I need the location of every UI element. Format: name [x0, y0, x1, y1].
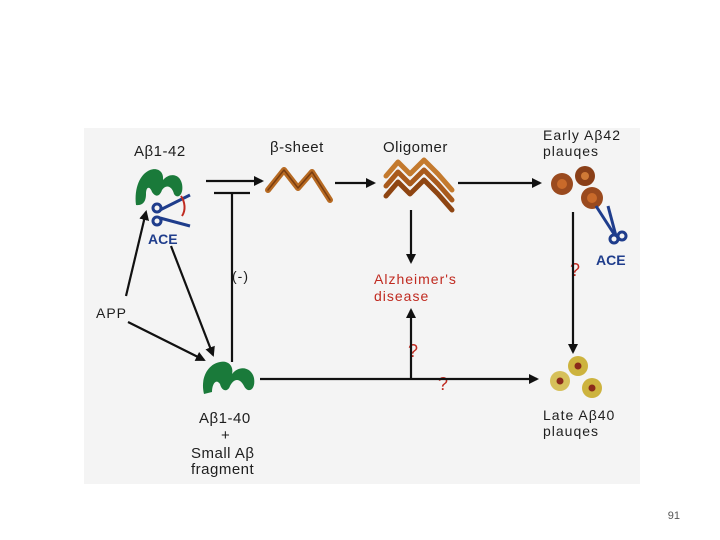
label-early-plaques-2: plauqes: [543, 143, 599, 159]
label-late-plaques-2: plauqes: [543, 423, 599, 439]
question-mark-right: ?: [570, 260, 580, 280]
label-app: APP: [96, 305, 127, 321]
label-inhibition: (-): [232, 268, 249, 284]
scissors-icon-right: [594, 205, 628, 245]
label-ace-left: ACE: [148, 231, 178, 247]
early-plaques-icon: [551, 166, 603, 209]
ab42-peptide-icon: [135, 169, 183, 206]
label-ab42: Aβ1-42: [134, 143, 186, 160]
arrow-app-to-ab42: [124, 210, 150, 297]
page-number: 91: [667, 510, 680, 522]
cleavage-mark-left: [180, 195, 186, 217]
label-early-plaques-1: Early Aβ42: [543, 127, 621, 143]
label-ab40-2: +: [221, 427, 230, 444]
oligomer-icon: [383, 157, 455, 213]
beta-sheet-icon: [265, 167, 333, 203]
label-oligomer: Oligomer: [383, 139, 448, 156]
question-mark-bottom: ?: [438, 374, 448, 394]
label-ab40-3: Small Aβ: [191, 445, 254, 462]
arrow-app-to-ab40: [127, 321, 206, 361]
arrow-ab42-to-ab40: [169, 245, 215, 357]
label-alzheimers-1: Alzheimer's: [374, 271, 457, 287]
scissors-icon-left: [151, 193, 191, 228]
label-alzheimers-2: disease: [374, 288, 429, 304]
label-ace-right: ACE: [596, 252, 626, 268]
label-ab40-1: Aβ1-40: [199, 410, 251, 427]
label-late-plaques-1: Late Aβ40: [543, 407, 615, 423]
ab40-peptide-icon: [202, 361, 255, 394]
label-ab40-4: fragment: [191, 461, 255, 478]
label-beta-sheet: β-sheet: [270, 139, 324, 156]
question-mark-alzheimers: ?: [408, 341, 418, 361]
late-plaques-icon: [550, 356, 602, 398]
